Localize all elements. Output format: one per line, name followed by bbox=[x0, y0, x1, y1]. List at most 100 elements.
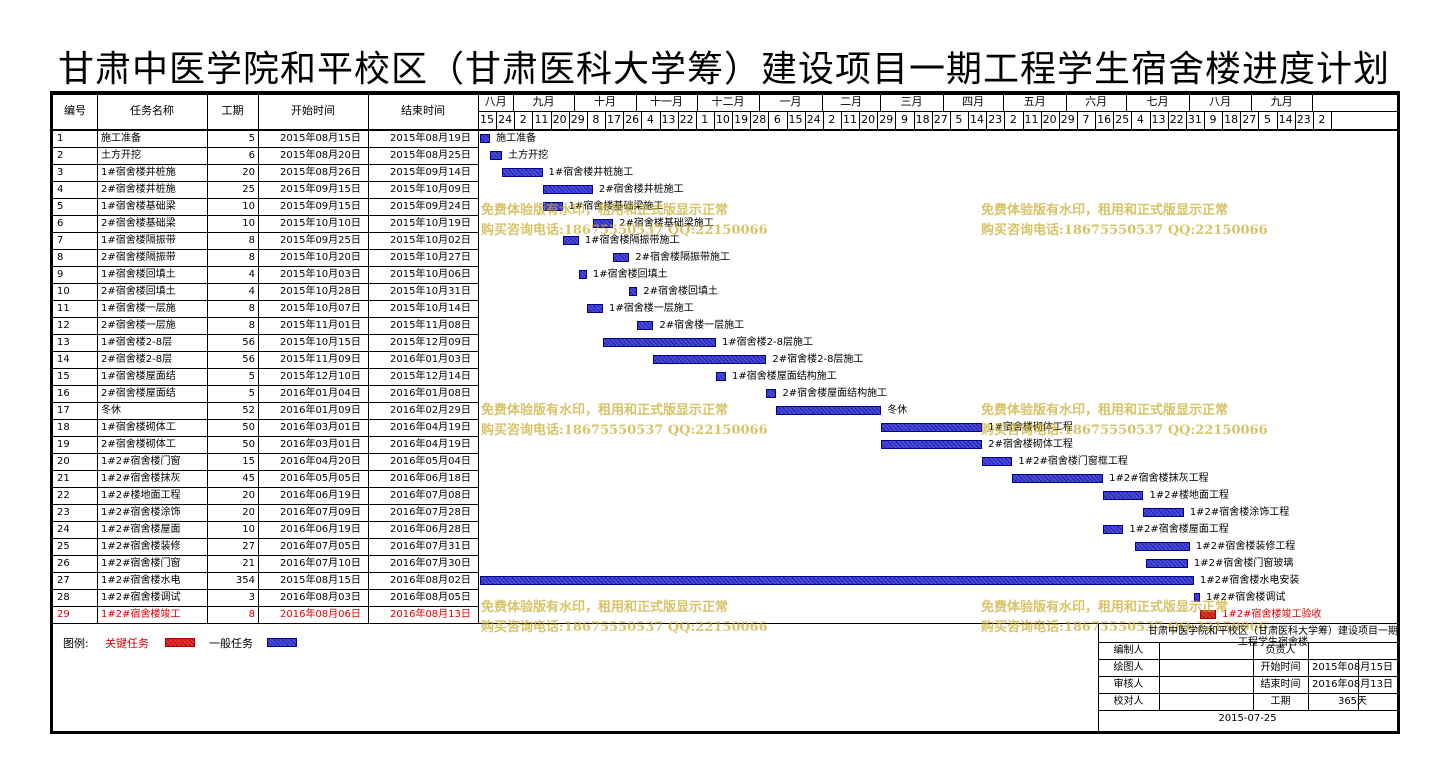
task-bar[interactable] bbox=[1193, 593, 1200, 602]
watermark-line2: 购买咨询电话:18675550537 QQ:22150066 bbox=[481, 620, 768, 635]
task-id: 24 bbox=[57, 524, 70, 535]
task-bar[interactable] bbox=[715, 372, 727, 381]
task-duration: 4 bbox=[248, 286, 255, 297]
task-bar[interactable] bbox=[1103, 525, 1124, 534]
task-bar[interactable] bbox=[502, 168, 543, 177]
duration-value: 365天 bbox=[1337, 696, 1368, 707]
task-bar[interactable] bbox=[586, 304, 603, 313]
task-bar[interactable] bbox=[629, 287, 638, 296]
task-bar-label: 1#宿舍楼井桩施工 bbox=[548, 167, 634, 178]
day-divider bbox=[605, 111, 607, 129]
task-id: 20 bbox=[57, 456, 70, 467]
task-end-date: 2015年10月27日 bbox=[390, 252, 471, 263]
day-header: 27 bbox=[1242, 113, 1257, 126]
month-divider bbox=[513, 94, 515, 111]
row-line bbox=[53, 606, 478, 607]
task-start-date: 2015年10月10日 bbox=[280, 218, 361, 229]
month-header: 十一月 bbox=[650, 95, 684, 108]
task-id: 16 bbox=[57, 388, 70, 399]
task-bar[interactable] bbox=[881, 423, 983, 432]
day-divider bbox=[895, 111, 897, 129]
row-line bbox=[53, 572, 478, 573]
task-end-date: 2015年09月24日 bbox=[390, 201, 471, 212]
task-bar[interactable] bbox=[881, 440, 983, 449]
task-name: 1#2#宿舍楼竣工 bbox=[101, 609, 181, 620]
day-header: 5 bbox=[1263, 113, 1271, 126]
row-line bbox=[53, 334, 478, 335]
day-header: 6 bbox=[773, 113, 781, 126]
task-bar-label: 2#宿舍楼2-8层施工 bbox=[772, 354, 864, 365]
day-header: 1 bbox=[701, 113, 709, 126]
column-divider bbox=[97, 94, 98, 624]
task-name: 1#宿舍楼回填土 bbox=[101, 269, 176, 280]
day-divider bbox=[1113, 111, 1115, 129]
task-bar[interactable] bbox=[562, 236, 579, 245]
task-id: 19 bbox=[57, 439, 70, 450]
day-divider bbox=[1149, 111, 1151, 129]
day-divider bbox=[1240, 111, 1242, 129]
task-bar[interactable] bbox=[578, 270, 587, 279]
task-name: 1#2#宿舍楼涂饰 bbox=[101, 507, 181, 518]
header-top-line bbox=[53, 94, 1397, 95]
watermark-line2: 购买咨询电话:18675550537 QQ:22150066 bbox=[981, 423, 1268, 438]
task-duration: 5 bbox=[248, 133, 255, 144]
task-bar[interactable] bbox=[480, 134, 491, 143]
task-start-date: 2016年03月01日 bbox=[280, 422, 361, 433]
day-divider bbox=[641, 111, 643, 129]
row-line bbox=[53, 487, 478, 488]
task-bar[interactable] bbox=[603, 338, 716, 347]
task-bar[interactable] bbox=[1012, 474, 1104, 483]
row-line bbox=[53, 215, 478, 216]
day-divider bbox=[623, 111, 625, 129]
task-bar[interactable] bbox=[490, 151, 503, 160]
task-name: 1#宿舍楼一层施 bbox=[101, 303, 176, 314]
critical-task-bar[interactable] bbox=[1199, 610, 1217, 619]
task-bar[interactable] bbox=[592, 219, 614, 228]
task-name: 1#2#宿舍楼调试 bbox=[101, 592, 181, 603]
task-id: 1 bbox=[57, 133, 64, 144]
task-bar[interactable] bbox=[982, 457, 1013, 466]
day-divider bbox=[1185, 111, 1187, 129]
row-line bbox=[53, 317, 478, 318]
month-divider bbox=[1126, 94, 1128, 111]
task-name: 1#宿舍楼砌体工 bbox=[101, 422, 176, 433]
task-bar[interactable] bbox=[613, 253, 630, 262]
gantt-chart-frame: 编号任务名称工期开始时间结束时间八月九月十月十一月十二月一月二月三月四月五月六月… bbox=[50, 91, 1400, 734]
task-start-date: 2015年09月15日 bbox=[280, 201, 361, 212]
task-bar[interactable] bbox=[480, 576, 1194, 585]
task-bar[interactable] bbox=[1143, 508, 1184, 517]
task-bar[interactable] bbox=[1145, 559, 1188, 568]
month-header: 十月 bbox=[594, 95, 617, 108]
task-bar[interactable] bbox=[1103, 491, 1144, 500]
task-bar[interactable] bbox=[637, 321, 654, 330]
day-header: 11 bbox=[1024, 113, 1039, 126]
task-start-date: 2016年01月04日 bbox=[280, 388, 361, 399]
titleblock-col-line bbox=[1308, 642, 1309, 710]
task-bar-label: 2#宿舍楼基础梁施工 bbox=[619, 218, 714, 229]
task-duration: 3 bbox=[248, 592, 255, 603]
task-id: 8 bbox=[57, 252, 64, 263]
task-duration: 15 bbox=[242, 456, 255, 467]
day-divider bbox=[713, 111, 715, 129]
task-bar[interactable] bbox=[542, 185, 593, 194]
task-bar[interactable] bbox=[776, 406, 882, 415]
task-bar[interactable] bbox=[542, 202, 563, 211]
task-bar[interactable] bbox=[1135, 542, 1190, 551]
task-start-date: 2015年10月15日 bbox=[280, 337, 361, 348]
day-divider bbox=[986, 111, 988, 129]
task-bar-label: 2#宿舍楼砌体工程 bbox=[988, 439, 1073, 450]
day-header: 8 bbox=[592, 113, 600, 126]
task-bar[interactable] bbox=[766, 389, 777, 398]
task-start-date: 2015年12月10日 bbox=[280, 371, 361, 382]
task-duration: 5 bbox=[248, 388, 255, 399]
day-divider bbox=[514, 111, 516, 129]
task-name: 2#宿舍楼井桩施 bbox=[101, 184, 176, 195]
task-duration: 27 bbox=[242, 541, 255, 552]
task-end-date: 2016年07月28日 bbox=[390, 507, 471, 518]
task-id: 12 bbox=[57, 320, 70, 331]
start-label: 开始时间 bbox=[1260, 662, 1301, 673]
task-name: 1#2#宿舍楼门窗 bbox=[101, 558, 181, 569]
titleblock-row-line bbox=[1098, 693, 1397, 694]
watermark-line2: 购买咨询电话:18675550537 QQ:22150066 bbox=[481, 423, 768, 438]
task-bar[interactable] bbox=[653, 355, 767, 364]
